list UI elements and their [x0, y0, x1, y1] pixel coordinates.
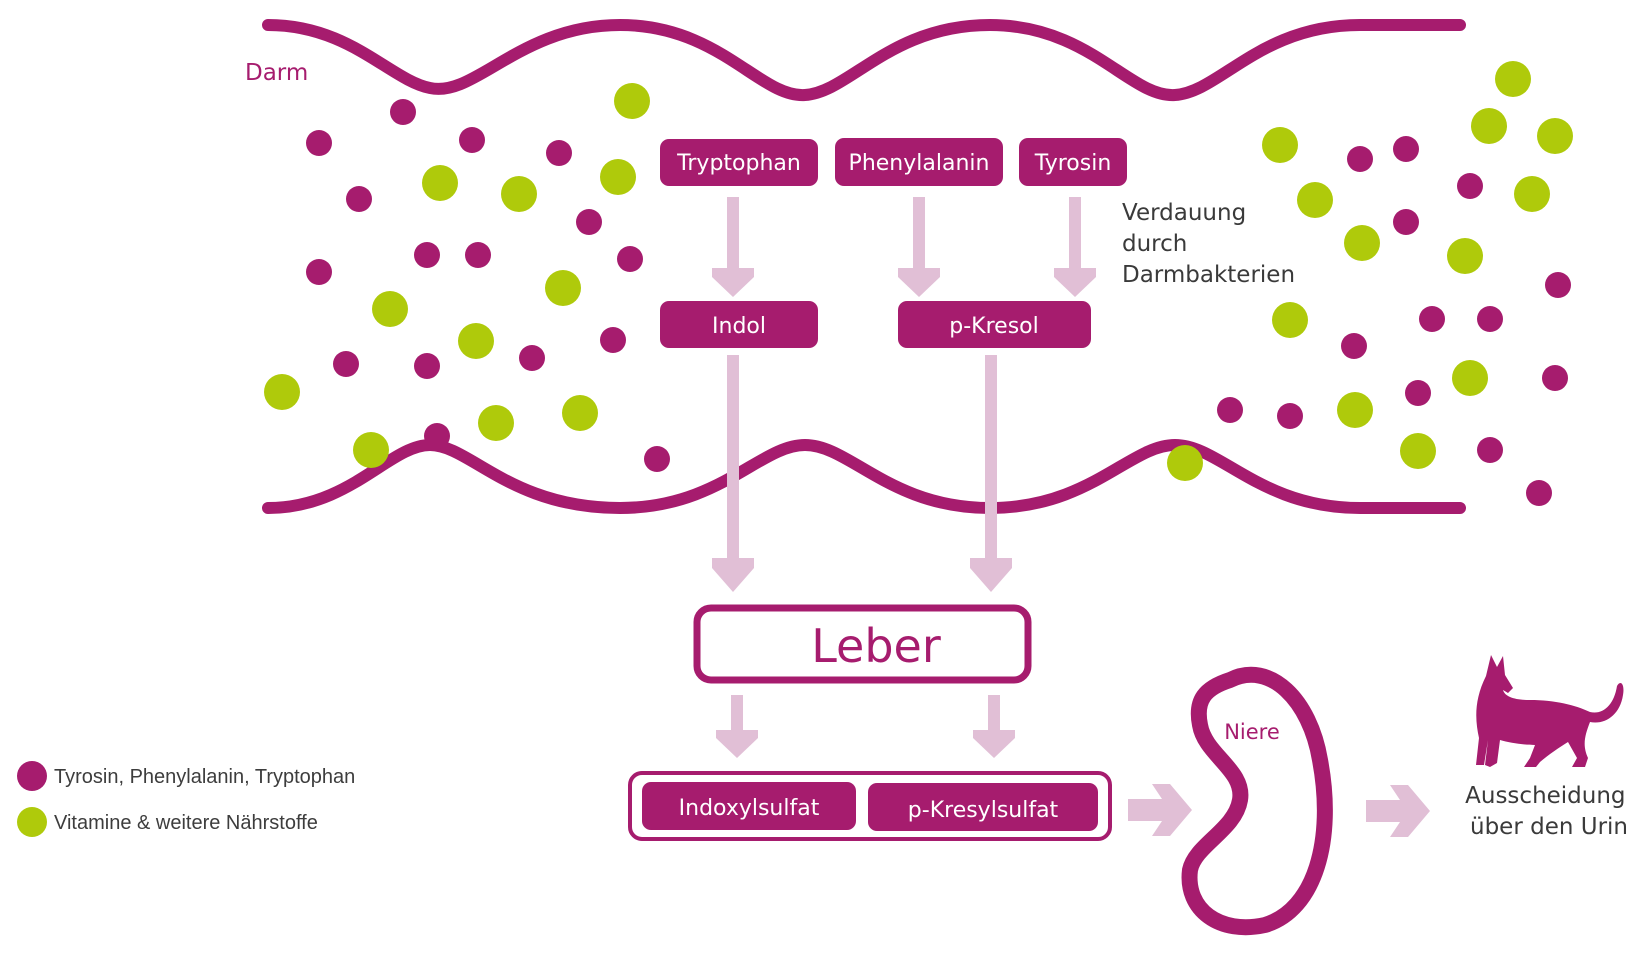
amino-acid-particle: [459, 127, 485, 153]
svg-text:Leber: Leber: [811, 619, 941, 673]
box-indoxylsulfat: Indoxylsulfat: [642, 782, 856, 830]
arrow-liver-to-kresylsulfat: [973, 695, 1015, 758]
kidney: Niere: [1181, 666, 1333, 936]
amino-acid-particle: [600, 327, 626, 353]
amino-acid-particle: [1217, 397, 1243, 423]
nutrient-particle: [422, 165, 458, 201]
amino-acid-particle: [1347, 146, 1373, 172]
svg-text:Phenylalanin: Phenylalanin: [849, 151, 990, 176]
nutrient-particle: [353, 432, 389, 468]
box-phenylalanin: Phenylalanin: [835, 138, 1003, 186]
amino-acid-particle: [546, 140, 572, 166]
nutrient-particle: [600, 159, 636, 195]
legend-swatch-green: [17, 807, 47, 837]
arrow-kresol-to-liver: [970, 355, 1012, 592]
svg-text:p-Kresylsulfat: p-Kresylsulfat: [908, 798, 1059, 823]
gut-label: Darm: [245, 60, 308, 86]
legend: Tyrosin, Phenylalanin, Tryptophan Vitami…: [17, 761, 355, 837]
nutrient-particle: [1337, 392, 1373, 428]
box-tyrosin: Tyrosin: [1019, 138, 1127, 186]
gut-wall-top: [262, 18, 1466, 102]
nutrient-particle: [372, 291, 408, 327]
amino-acid-particle: [519, 345, 545, 371]
svg-text:Tryptophan: Tryptophan: [676, 151, 801, 176]
cat-icon: [1476, 655, 1624, 767]
box-tryptophan: Tryptophan: [660, 139, 818, 186]
nutrient-particle: [501, 176, 537, 212]
gut-wall-bottom: [262, 438, 1466, 515]
amino-acid-particle: [424, 423, 450, 449]
svg-text:Tyrosin, Phenylalanin, Tryptop: Tyrosin, Phenylalanin, Tryptophan: [54, 766, 355, 788]
amino-acid-particle: [465, 242, 491, 268]
amino-acid-particle: [414, 353, 440, 379]
amino-acid-particle: [617, 246, 643, 272]
legend-item-nutrients: Vitamine & weitere Nährstoffe: [17, 807, 318, 837]
amino-acid-particle: [1457, 173, 1483, 199]
nutrient-particle: [1297, 182, 1333, 218]
amino-acid-particle: [1477, 437, 1503, 463]
amino-acid-particle: [644, 446, 670, 472]
svg-text:Niere: Niere: [1224, 720, 1280, 744]
amino-acid-particle: [1526, 480, 1552, 506]
svg-text:p-Kresol: p-Kresol: [949, 314, 1038, 339]
box-indol: Indol: [660, 301, 818, 348]
excretion-text: Ausscheidung über den Urin: [1465, 783, 1633, 840]
arrow-phenylalanin-to-kresol: [898, 197, 940, 297]
nutrient-particle: [1400, 433, 1436, 469]
amino-acid-particle: [1545, 272, 1571, 298]
box-p-kresylsulfat: p-Kresylsulfat: [868, 783, 1098, 831]
arrow-tryptophan-to-indol: [712, 197, 754, 297]
nutrient-particle: [562, 395, 598, 431]
arrow-liver-to-indoxylsulfat: [716, 695, 758, 758]
kidney-outline: [1181, 666, 1333, 936]
amino-acid-particle: [1405, 380, 1431, 406]
nutrient-particle: [1495, 61, 1531, 97]
legend-item-amino-acids: Tyrosin, Phenylalanin, Tryptophan: [17, 761, 355, 791]
svg-text:Tyrosin: Tyrosin: [1034, 151, 1112, 176]
svg-text:Vitamine & weitere Nährstoffe: Vitamine & weitere Nährstoffe: [54, 812, 318, 834]
arrow-indol-to-liver: [712, 355, 754, 592]
nutrient-particle: [264, 374, 300, 410]
nutrient-particle: [1272, 302, 1308, 338]
nutrient-particle: [1537, 118, 1573, 154]
amino-acid-particle: [1542, 365, 1568, 391]
nutrient-particle: [458, 323, 494, 359]
amino-acid-particle: [576, 209, 602, 235]
toxins-container: Indoxylsulfat p-Kresylsulfat: [628, 771, 1112, 841]
amino-acid-particle: [346, 186, 372, 212]
amino-acid-particle: [1277, 403, 1303, 429]
amino-acid-particle: [1477, 306, 1503, 332]
amino-acid-particle: [1393, 209, 1419, 235]
box-p-kresol: p-Kresol: [898, 301, 1091, 348]
amino-acid-particle: [306, 130, 332, 156]
arrow-kidney-to-excretion: [1366, 785, 1430, 837]
nutrient-particle: [478, 405, 514, 441]
amino-acid-particle: [333, 351, 359, 377]
arrow-tyrosin-to-kresol: [1054, 197, 1096, 297]
svg-text:Indoxylsulfat: Indoxylsulfat: [679, 796, 820, 821]
nutrient-particle: [1452, 360, 1488, 396]
digestion-note: Verdauung durch Darmbakterien: [1122, 200, 1295, 288]
amino-acid-particle: [1341, 333, 1367, 359]
nutrient-particle: [1447, 238, 1483, 274]
nutrient-particle: [614, 83, 650, 119]
amino-acid-particle: [414, 242, 440, 268]
amino-acid-particle: [390, 99, 416, 125]
nutrient-particle: [1262, 127, 1298, 163]
nutrient-particle: [1514, 176, 1550, 212]
nutrient-particle: [1471, 108, 1507, 144]
amino-acid-particle: [306, 259, 332, 285]
svg-text:Indol: Indol: [712, 314, 766, 339]
nutrient-particle: [1344, 225, 1380, 261]
arrow-toxins-to-kidney: [1128, 784, 1192, 836]
particle-cloud: [264, 61, 1573, 506]
amino-acid-particle: [1419, 306, 1445, 332]
nutrient-particle: [545, 270, 581, 306]
liver-box: Leber: [693, 604, 1032, 684]
nutrient-particle: [1167, 445, 1203, 481]
amino-acid-particle: [1393, 136, 1419, 162]
legend-swatch-magenta: [17, 761, 47, 791]
